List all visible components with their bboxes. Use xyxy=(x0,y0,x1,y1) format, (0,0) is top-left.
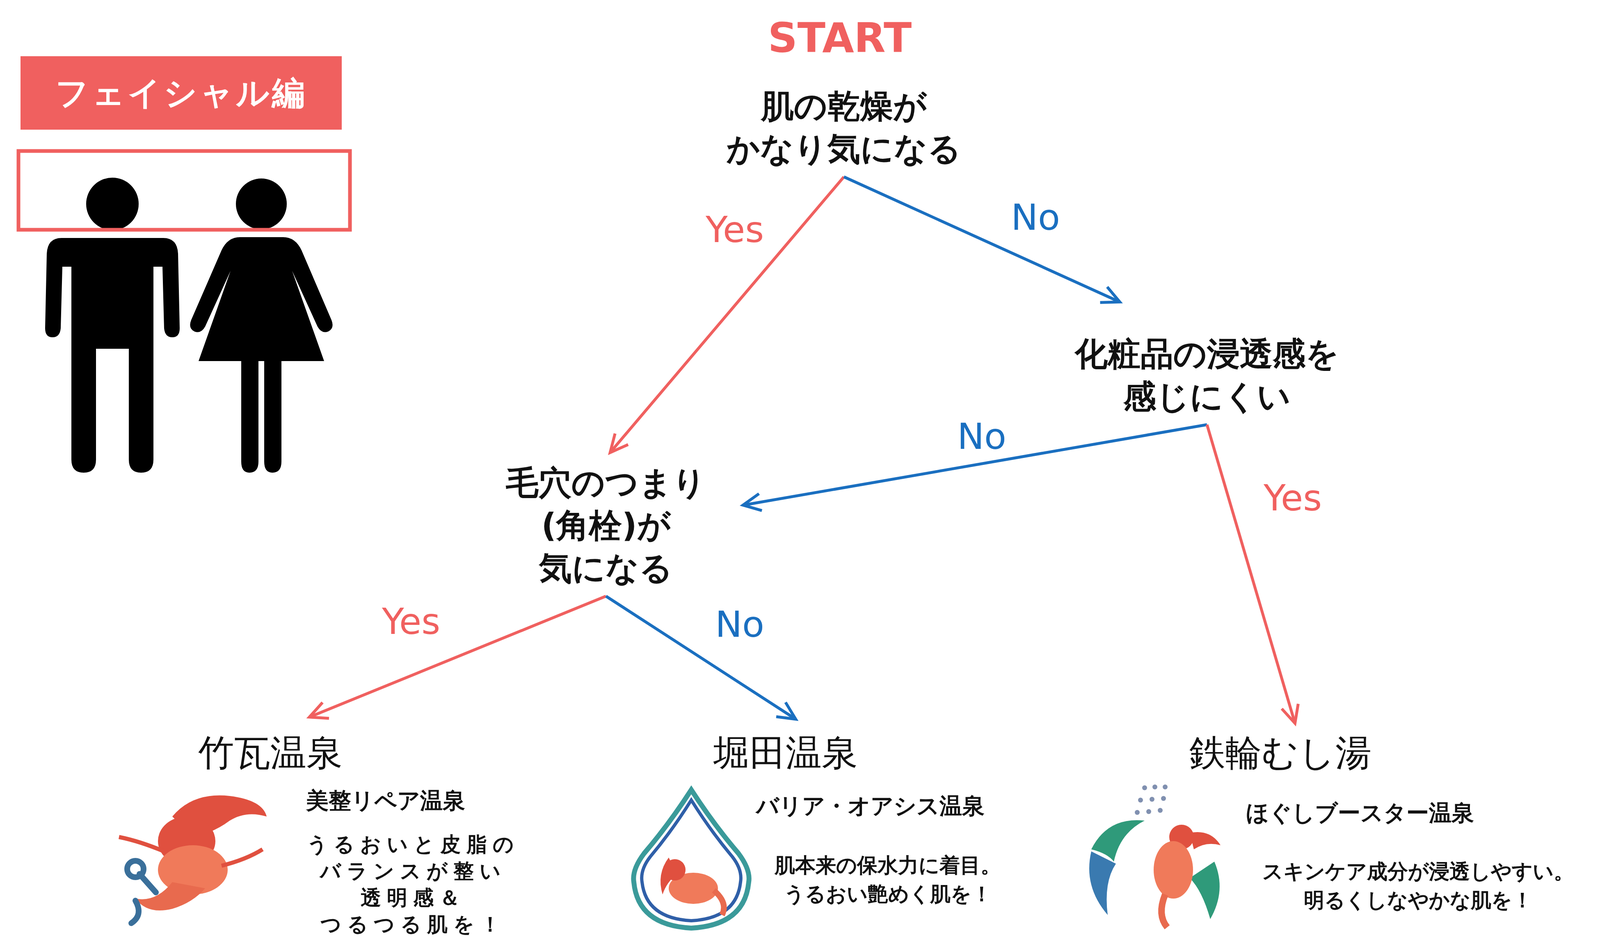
water-drop-illustration xyxy=(633,789,749,928)
arrow-head xyxy=(610,433,629,453)
man-figure xyxy=(45,177,180,473)
edge-label: No xyxy=(1007,196,1064,238)
edge-label: No xyxy=(953,415,1010,458)
mermaid-repair-illustration xyxy=(118,795,267,924)
onsen-description: うるおいと皮脂の バランスが整い 透明感＆つるつる肌を！ xyxy=(306,831,520,938)
onsen-description: 肌本来の保水力に着目。 うるおい艶めく肌を！ xyxy=(774,850,1002,909)
arrow-head xyxy=(1281,703,1299,723)
node-text: 化粧品の浸透感を 感じにくい xyxy=(1074,332,1340,419)
woman-figure xyxy=(189,178,333,473)
connector-line xyxy=(605,596,796,720)
node-text: フェイシャル編 xyxy=(55,71,308,115)
onsen-type: 美整リペア温泉 xyxy=(306,786,466,816)
connector-arrow xyxy=(309,596,606,719)
arrow-head xyxy=(776,702,796,720)
onsen-type: バリア・オアシス温泉 xyxy=(756,791,985,821)
connector-line xyxy=(1206,424,1296,724)
arrow-head xyxy=(1100,286,1120,303)
onsen-description: スキンケア成分が浸透しやすい。 明るくしなやかな肌を！ xyxy=(1262,857,1575,915)
decision-node: 化粧品の浸透感を 感じにくい xyxy=(1070,328,1344,423)
edge-label: Yes xyxy=(702,208,768,251)
highlight-frame xyxy=(18,150,350,230)
connector-arrow xyxy=(605,596,796,720)
connector-arrow xyxy=(1206,424,1299,724)
onsen-type: ほぐしブースター温泉 xyxy=(1245,798,1475,828)
connector-line xyxy=(843,176,1120,302)
edge-label: No xyxy=(711,603,768,645)
decision-node: 肌の乾燥が かなり気になる xyxy=(722,80,966,175)
connector-arrow xyxy=(843,176,1120,303)
onsen-name: 竹瓦温泉 xyxy=(198,729,343,777)
onsen-name: 堀田温泉 xyxy=(713,729,858,777)
connector-line xyxy=(309,596,606,718)
node-text: 毛穴のつまり(角栓)が 気になる xyxy=(505,461,707,590)
arrow-head xyxy=(309,702,330,719)
edge-label: Yes xyxy=(1260,477,1326,519)
arrow-head xyxy=(742,493,762,511)
edge-label: Yes xyxy=(378,600,444,643)
start-label: START xyxy=(768,14,912,62)
category-tag: フェイシャル編 xyxy=(20,56,342,130)
result-node: 堀田温泉バリア・オアシス温泉肌本来の保水力に着目。 うるおい艶めく肌を！ xyxy=(627,722,1120,936)
onsen-name: 鉄輪むし湯 xyxy=(1189,729,1372,777)
result-node: 竹瓦温泉美整リペア温泉うるおいと皮脂の バランスが整い 透明感＆つるつる肌を！ xyxy=(110,722,583,936)
node-text: 肌の乾燥が かなり気になる xyxy=(726,84,962,171)
decision-node: 毛穴のつまり(角栓)が 気になる xyxy=(501,457,711,594)
connector-line xyxy=(610,176,844,453)
booster-illustration xyxy=(1089,784,1221,928)
result-node: 鉄輪むし湯ほぐしブースター温泉スキンケア成分が浸透しやすい。 明るくしなやかな肌… xyxy=(1083,722,1596,936)
connector-arrow xyxy=(610,176,844,453)
